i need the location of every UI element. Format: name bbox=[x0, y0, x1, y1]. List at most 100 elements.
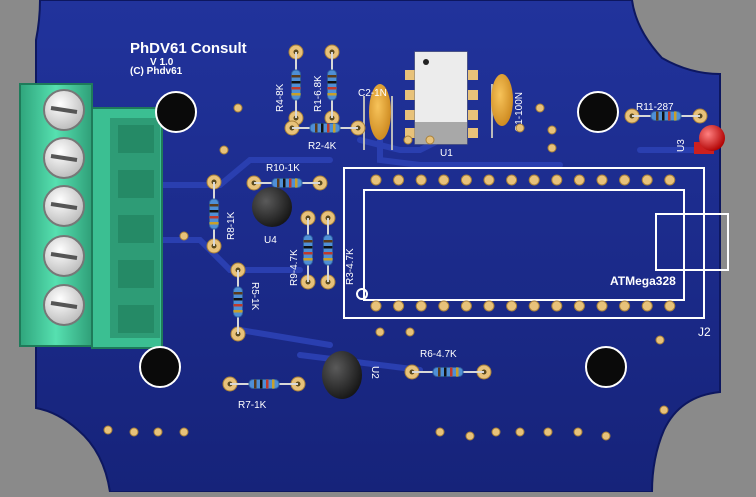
r1-label: R1-6.8K bbox=[313, 75, 324, 112]
mcu-pin-bottom bbox=[664, 300, 676, 312]
resistor-r5 bbox=[230, 262, 246, 342]
via bbox=[425, 135, 435, 145]
mcu-pin-bottom bbox=[596, 300, 608, 312]
board-version: V 1.0 bbox=[150, 57, 174, 68]
mcu-pin-bottom bbox=[438, 300, 450, 312]
board-title: PhDV61 Consult bbox=[130, 40, 247, 57]
resistor-r11 bbox=[624, 108, 708, 124]
mcu-pin-bottom bbox=[573, 300, 585, 312]
mcu-label: ATMega328 bbox=[610, 274, 676, 288]
via bbox=[405, 327, 415, 337]
u3-label: U3 bbox=[676, 139, 687, 152]
via bbox=[179, 231, 189, 241]
terminal-screws bbox=[43, 89, 85, 326]
via bbox=[573, 427, 583, 437]
resistor-r4 bbox=[288, 44, 304, 126]
transistor-u4 bbox=[252, 187, 292, 227]
via bbox=[515, 427, 525, 437]
vias bbox=[103, 103, 669, 441]
via bbox=[655, 335, 665, 345]
mcu-pin-bottom bbox=[370, 300, 382, 312]
resistor-r8 bbox=[206, 174, 222, 254]
mcu-pin-top bbox=[393, 174, 405, 186]
via bbox=[547, 125, 557, 135]
resistor-r3 bbox=[320, 210, 336, 290]
via bbox=[129, 427, 139, 437]
via bbox=[233, 103, 243, 113]
atmega328-pin-rows bbox=[370, 174, 676, 312]
mcu-pin-top bbox=[483, 174, 495, 186]
mcu-pin-top bbox=[415, 174, 427, 186]
mcu-pin-top bbox=[573, 174, 585, 186]
via bbox=[103, 425, 113, 435]
via bbox=[375, 327, 385, 337]
c2-label: C2-1N bbox=[358, 88, 387, 99]
mcu-pin-top bbox=[506, 174, 518, 186]
u1-ic bbox=[405, 51, 478, 145]
resistor-r1 bbox=[324, 44, 340, 126]
j2-label: J2 bbox=[698, 325, 711, 339]
u4-label: U4 bbox=[264, 235, 277, 246]
c1-label: C1-100N bbox=[514, 92, 525, 132]
r9-label: R9-4.7K bbox=[289, 249, 300, 286]
r5-label: R5-1K bbox=[249, 282, 260, 311]
via bbox=[543, 427, 553, 437]
mcu-pin-top bbox=[619, 174, 631, 186]
mcu-pin-bottom bbox=[551, 300, 563, 312]
mcu-pin-top bbox=[438, 174, 450, 186]
pcb-traces bbox=[147, 127, 703, 373]
mcu-pin-top bbox=[528, 174, 540, 186]
via bbox=[435, 427, 445, 437]
r2-label: R2-4K bbox=[308, 141, 337, 152]
mcu-pin-top bbox=[460, 174, 472, 186]
via bbox=[403, 135, 413, 145]
resistor-r10 bbox=[246, 175, 328, 191]
r7-label: R7-1K bbox=[238, 400, 267, 411]
via bbox=[547, 143, 557, 153]
via bbox=[601, 431, 611, 441]
mcu-pin-bottom bbox=[641, 300, 653, 312]
mcu-pin-bottom bbox=[483, 300, 495, 312]
mcu-pin-bottom bbox=[528, 300, 540, 312]
via bbox=[179, 427, 189, 437]
via bbox=[465, 431, 475, 441]
r3-label: R3-4.7K bbox=[345, 248, 356, 285]
r10-label: R10-1K bbox=[266, 163, 300, 174]
mcu-pin-bottom bbox=[393, 300, 405, 312]
mcu-pin-top bbox=[596, 174, 608, 186]
r6-label: R6-4.7K bbox=[420, 349, 457, 360]
resistor-r2 bbox=[284, 120, 366, 136]
transistor-u2 bbox=[322, 351, 362, 399]
board-copyright: (C) Phdv61 bbox=[130, 66, 183, 77]
r8-label: R8-1K bbox=[226, 211, 237, 240]
via bbox=[515, 123, 525, 133]
screw-terminal-block bbox=[19, 83, 163, 349]
via bbox=[491, 427, 501, 437]
mcu-pin-top bbox=[664, 174, 676, 186]
via bbox=[535, 103, 545, 113]
mcu-pin-bottom bbox=[619, 300, 631, 312]
mcu-pin-top bbox=[370, 174, 382, 186]
mcu-pin-bottom bbox=[506, 300, 518, 312]
r4-label: R4-8K bbox=[275, 83, 286, 112]
u1-label: U1 bbox=[440, 148, 453, 159]
atmega328-outline bbox=[343, 167, 729, 319]
mcu-pin-top bbox=[641, 174, 653, 186]
r11-label: R11-287 bbox=[636, 102, 674, 113]
via bbox=[219, 145, 229, 155]
mcu-pin-top bbox=[551, 174, 563, 186]
led-u3 bbox=[694, 125, 725, 154]
mounting-holes bbox=[139, 91, 627, 388]
resistors-group bbox=[206, 44, 708, 392]
capacitor-c2 bbox=[363, 84, 393, 150]
u2-label: U2 bbox=[369, 366, 380, 379]
mcu-pin-bottom bbox=[460, 300, 472, 312]
resistor-r9 bbox=[300, 210, 316, 290]
via bbox=[659, 405, 669, 415]
via bbox=[153, 427, 163, 437]
capacitor-c1 bbox=[491, 74, 513, 138]
pcb-board bbox=[35, 0, 721, 493]
mcu-pin-bottom bbox=[415, 300, 427, 312]
